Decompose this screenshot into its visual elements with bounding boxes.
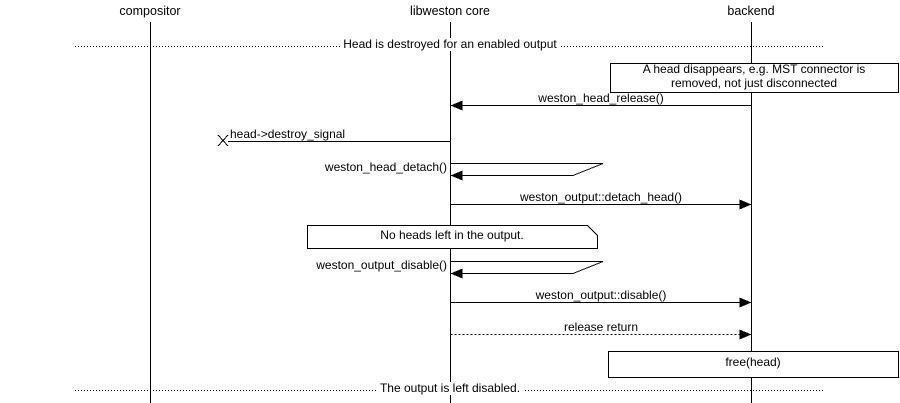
message-line-weston-output-disable-call-turn — [572, 261, 604, 274]
note-box-note-head-disappears — [610, 63, 899, 93]
message-label-weston-output-detach-head: weston_output::detach_head() — [519, 190, 683, 204]
messages-group — [217, 100, 752, 340]
message-label-weston-output-disable: weston_output::disable() — [535, 288, 667, 302]
note-text-note-free-head-0: free(head) — [725, 355, 781, 370]
message-label-head-destroy-signal: head->destroy_signal — [230, 127, 346, 141]
message-label-weston-head-detach: weston_head_detach() — [324, 160, 447, 174]
message-arrowhead-weston-output-disable-call — [450, 268, 463, 279]
message-arrowhead-weston-head-detach — [450, 170, 463, 181]
message-line-weston-head-detach-turn — [572, 163, 604, 176]
message-label-release-return: release return — [563, 320, 639, 334]
participant-label-compositor: compositor — [119, 4, 181, 18]
participant-label-libweston-core: libweston core — [410, 4, 490, 18]
note-box-note-no-heads-left — [307, 225, 598, 249]
message-arrowhead-weston-output-disable — [739, 297, 752, 308]
note-fold-note-no-heads-left — [587, 225, 598, 236]
note-text-note-head-disappears-1: removed, not just disconnected — [670, 75, 838, 90]
notes-group — [307, 63, 899, 378]
separator-label-bottom: The output is left disabled. — [376, 382, 524, 395]
message-arrowhead-release-return — [739, 329, 752, 340]
note-text-note-head-disappears-0: A head disappears, e.g. MST connector is — [642, 62, 866, 76]
message-lost-x-head-destroy-signal — [217, 134, 229, 147]
message-arrowhead-weston-output-detach-head — [739, 199, 752, 210]
message-label-weston-head-release: weston_head_release() — [538, 91, 664, 105]
message-label-weston-output-disable-call: weston_output_disable() — [316, 258, 447, 272]
note-box-note-free-head — [608, 351, 899, 378]
separator-label-top: Head is destroyed for an enabled output — [340, 38, 560, 51]
note-text-note-no-heads-left-0: No heads left in the output. — [380, 227, 524, 242]
participant-label-backend: backend — [727, 4, 775, 18]
message-arrowhead-weston-head-release — [450, 100, 463, 111]
